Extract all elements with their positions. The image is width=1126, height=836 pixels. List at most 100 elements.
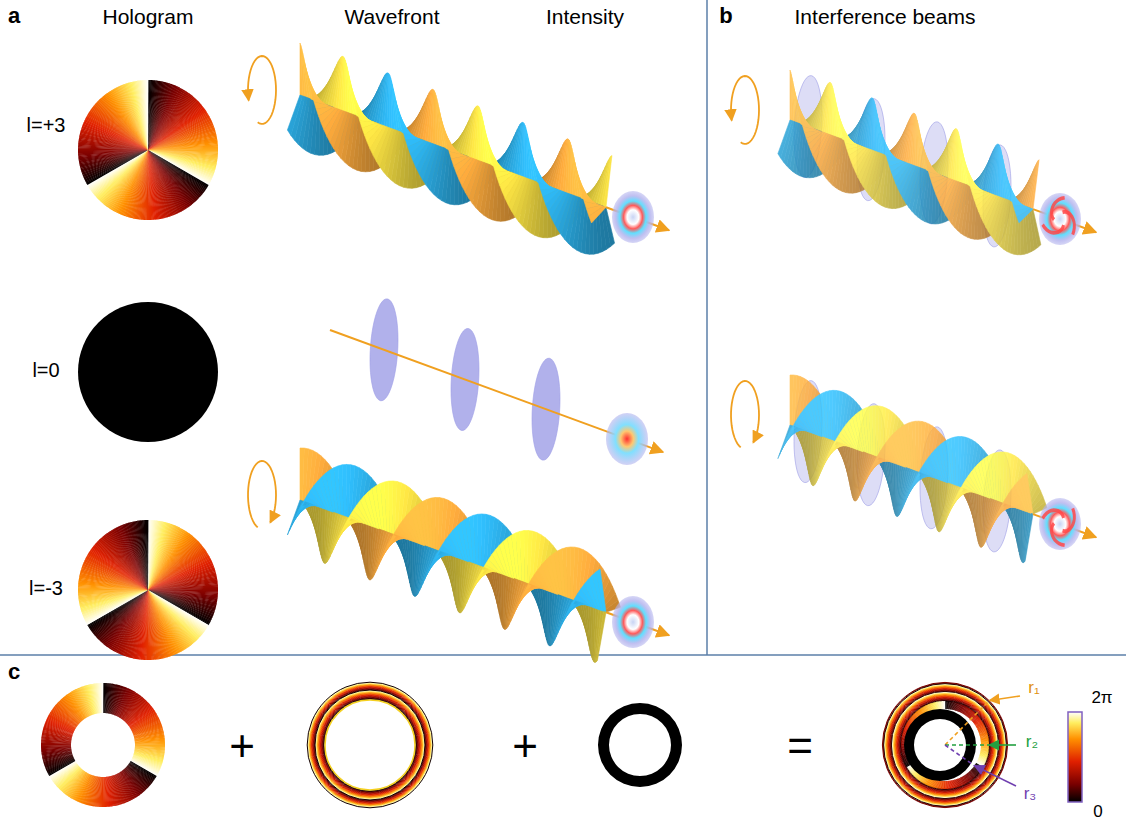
phase-wedge [148, 581, 218, 590]
phase-wedge [78, 590, 148, 597]
phase-wedge [135, 521, 148, 590]
helical-wavefront [287, 448, 620, 662]
phase-wedge [78, 590, 148, 595]
wavefront-sheet [408, 140, 425, 154]
phase-wedge [137, 521, 148, 590]
phase-wedge [146, 80, 148, 150]
wavefront-sheet [869, 98, 873, 150]
wavefront-sheet [497, 173, 514, 185]
phase-wedge [148, 150, 160, 219]
phase-wedge [148, 150, 158, 220]
wavefront-sheet [519, 123, 524, 177]
flat-hologram [78, 302, 218, 442]
wavefront-sheet [338, 56, 343, 110]
wavefront-sheet [474, 569, 491, 585]
phase-wedge [147, 80, 149, 150]
phase-wedge [148, 150, 159, 219]
phase-wedge [78, 150, 148, 159]
wavefront-sheet [570, 547, 574, 600]
intensity-profile [1039, 193, 1081, 245]
wavefront-sheet [362, 123, 379, 135]
phase-wedge [79, 590, 148, 603]
phase-wedge [138, 80, 148, 150]
wavefront-sheet [974, 193, 990, 206]
phase-wedge [148, 583, 218, 590]
wavefront-sheet [603, 155, 611, 207]
phase-wedge [148, 140, 218, 150]
phase-wedge [148, 590, 150, 660]
phase-wedge [148, 144, 218, 150]
wavefront-sheet [385, 536, 402, 551]
phase-wedge [78, 590, 148, 599]
wavefront-sheet [806, 131, 822, 144]
phase-wedge [148, 585, 218, 590]
wavefront-sheet [375, 532, 389, 573]
spiral-hologram [78, 520, 218, 660]
phase-wedge [142, 520, 148, 590]
phase-wedge [137, 81, 148, 150]
wavefront-sheet [319, 107, 336, 123]
intensity-profile [612, 596, 654, 648]
wavefront-sheet [932, 177, 948, 189]
wavefront-sheet [403, 133, 419, 140]
wavefront-sheet [384, 73, 389, 127]
phase-wedge [148, 139, 217, 150]
phase-wedge [78, 590, 148, 594]
petal [1063, 212, 1075, 235]
phase-wedge [78, 150, 148, 155]
wavefront-sheet [454, 157, 471, 173]
phase-wedge [148, 150, 152, 220]
wavefront-sheet [435, 497, 439, 550]
phase-wedge [148, 590, 158, 660]
wavefront-sheet [886, 155, 901, 161]
rotation-arrow [248, 461, 276, 527]
phase-wedge [148, 590, 161, 659]
phase-wedge [148, 146, 218, 150]
wavefront-sheet [589, 206, 606, 223]
wavefront-sheet [828, 83, 831, 135]
phase-wedge [79, 150, 148, 161]
plane-wavefronts [794, 76, 1011, 247]
phase-wedge [79, 150, 148, 162]
wavefront-sheet [465, 565, 479, 607]
wavefront-sheet [296, 504, 313, 517]
phase-wedge [148, 148, 218, 150]
phase-wedge [148, 579, 217, 590]
phase-wedge [148, 590, 153, 660]
wavefront-sheet [1029, 161, 1038, 209]
phase-wedge [78, 150, 148, 160]
phase-wedge [148, 590, 157, 660]
phase-wedge [141, 80, 148, 150]
wavefront-sheet [430, 90, 434, 144]
colorbar [1068, 712, 1082, 802]
phase-wedge [148, 590, 154, 660]
wavefront-sheet [596, 611, 606, 661]
phase-wedge [78, 590, 148, 600]
phase-wedge [148, 578, 217, 590]
plane-wavefronts [794, 381, 1011, 552]
wavefront-sheet [473, 106, 478, 160]
phase-wedge [78, 150, 148, 152]
wavefront-sheet [1017, 208, 1033, 222]
phase-wedge [148, 580, 218, 590]
phase-wedge [136, 521, 148, 590]
phase-wedge [79, 590, 148, 602]
phase-wedge [148, 138, 217, 150]
wavefront-sheet [778, 120, 792, 158]
phase-wedge [143, 520, 148, 590]
intensity-profile [606, 413, 648, 465]
rotation-arrow [731, 381, 759, 447]
wavefront-sheet [545, 590, 548, 643]
phase-wedge [146, 520, 148, 590]
wavefront-sheet [330, 515, 344, 557]
phase-wedge [147, 520, 149, 590]
wavefront-sheet [826, 83, 830, 135]
phase-wedge [148, 588, 218, 590]
phase-wedge [148, 141, 218, 150]
phase-wedge [143, 80, 148, 150]
wavefront-sheet [1031, 160, 1039, 209]
phase-wedge [79, 150, 148, 163]
phase-wedge [79, 590, 148, 601]
phase-wedge [148, 586, 218, 590]
